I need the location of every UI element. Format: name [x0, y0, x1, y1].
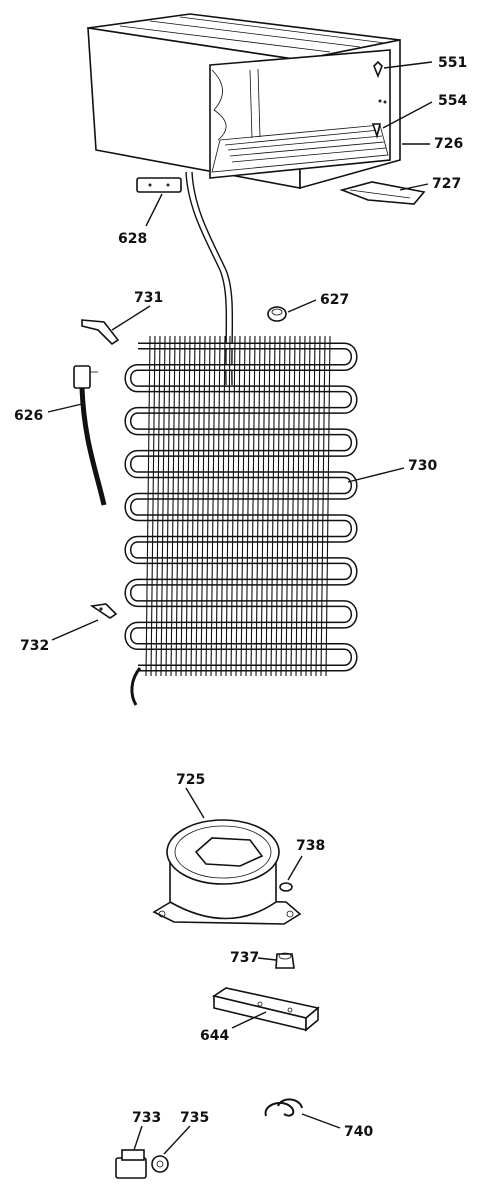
condenser-wire — [285, 335, 291, 677]
drain-tube — [185, 171, 228, 386]
condenser-wire — [300, 335, 306, 677]
part-726-cabinet — [87, 13, 401, 190]
part-731-clamp — [81, 319, 120, 346]
condenser-wire — [175, 335, 181, 677]
condenser-wire — [210, 335, 216, 677]
condenser-tube-core — [125, 344, 357, 670]
callout-554: 554 — [438, 93, 467, 109]
condenser-wire — [315, 335, 321, 677]
condenser-wire — [160, 335, 166, 677]
condenser-wire — [255, 335, 261, 677]
condenser-wire — [190, 335, 196, 677]
condenser-wire — [290, 335, 296, 677]
callout-731: 731 — [134, 290, 163, 306]
callout-735: 735 — [180, 1110, 209, 1126]
part-626-cord — [73, 365, 107, 506]
condenser-wire — [240, 335, 246, 677]
condenser-wire — [250, 335, 256, 677]
callout-725: 725 — [176, 772, 205, 788]
part-727-bracket — [339, 181, 426, 205]
part-738-grommet — [279, 882, 293, 892]
condenser-wire — [265, 335, 271, 677]
condenser-wire — [195, 335, 201, 677]
condenser-wire — [295, 335, 301, 677]
callout-732: 732 — [20, 638, 49, 654]
callout-740: 740 — [344, 1124, 373, 1140]
part-737-nut — [275, 952, 295, 969]
callout-733: 733 — [132, 1110, 161, 1126]
condenser-wire — [220, 335, 226, 677]
condenser-wire — [215, 335, 221, 677]
condenser-wire — [150, 335, 156, 677]
callout-628: 628 — [118, 231, 147, 247]
callout-551: 551 — [438, 55, 467, 71]
condenser-wire — [310, 335, 316, 677]
callout-738: 738 — [296, 838, 325, 854]
part-735-overload — [151, 1155, 169, 1173]
condenser-wire — [165, 335, 171, 677]
condenser-wire — [260, 335, 266, 677]
part-725-compressor — [152, 819, 302, 925]
part-551-screw — [373, 60, 383, 79]
condenser-wire — [185, 335, 191, 677]
condenser-wire — [230, 335, 236, 677]
part-554-screw — [371, 123, 382, 139]
callout-727: 727 — [432, 176, 461, 192]
condenser-wire — [155, 335, 161, 677]
callout-730: 730 — [408, 458, 437, 474]
part-740-wire-clip — [264, 1098, 303, 1117]
part-644-bracket — [212, 987, 320, 1032]
condenser-wire — [170, 335, 176, 677]
condenser-wire — [200, 335, 206, 677]
condenser-wire — [145, 335, 151, 677]
condenser-wire — [205, 335, 211, 677]
condenser-wire — [305, 335, 311, 677]
callout-726: 726 — [434, 136, 463, 152]
part-627-grommet — [267, 306, 287, 322]
condenser-wire — [235, 335, 241, 677]
condenser-wire — [270, 335, 276, 677]
condenser-wire — [275, 335, 281, 677]
condenser-wire — [320, 335, 326, 677]
condenser-wire — [280, 335, 286, 677]
condenser-wire — [225, 335, 231, 677]
part-732-clamp — [89, 603, 118, 619]
part-730-condenser — [124, 335, 358, 706]
part-628-clip — [136, 177, 182, 193]
callout-627: 627 — [320, 292, 349, 308]
condenser-wire — [325, 335, 331, 677]
condenser-wire — [245, 335, 251, 677]
part-733-relay — [115, 1149, 147, 1179]
leader-lines — [47, 61, 433, 1155]
callout-626: 626 — [14, 408, 43, 424]
callout-737: 737 — [230, 950, 259, 966]
callout-644: 644 — [200, 1028, 229, 1044]
condenser-wire — [180, 335, 186, 677]
